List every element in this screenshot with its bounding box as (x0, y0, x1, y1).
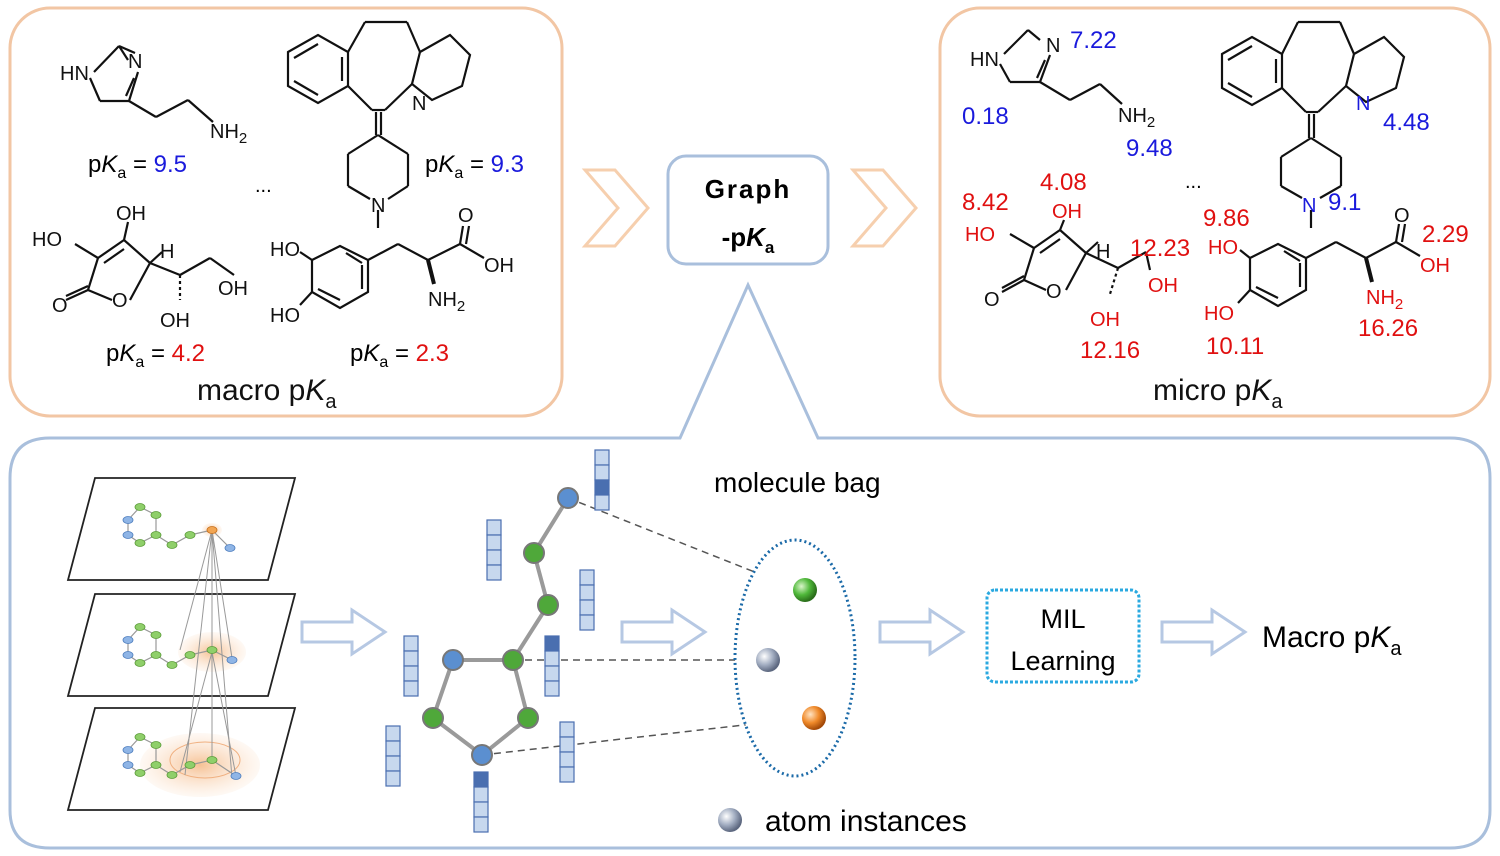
micro-ascorbic-oh-right: OH (1148, 275, 1178, 297)
micro-ascorbic-o-ring: O (1046, 281, 1062, 303)
macro-pka-panel: HN N NH2 pKa = 9.5 N N ... pKa = 9.3 (8, 6, 564, 418)
ascorbic-o-carbonyl: O (52, 295, 68, 317)
ascorbic-oh-bottom: OH (160, 310, 190, 332)
micro-histamine-structure (999, 29, 1123, 105)
atom-instance-gray (756, 648, 780, 672)
graph-label: Graph (705, 174, 792, 204)
micro-value-ascorbic-oh-top: 4.08 (1040, 169, 1087, 196)
micro-piperidine-n-label: N (1302, 195, 1316, 217)
micro-pka-panel: HN N NH2 7.22 0.18 9.48 N N 4.48 9.1 ... (938, 6, 1492, 418)
histamine-structure (88, 44, 214, 123)
atom-instance-legend-icon (718, 808, 742, 832)
n-label: N (128, 51, 142, 73)
micro-value-piperidine-n: 9.1 (1328, 189, 1361, 216)
micro-n-label: N (1046, 35, 1060, 57)
micro-levodopa-structure (1237, 223, 1421, 308)
arrow-icon (620, 607, 708, 657)
micro-value-histamine-nh: 0.18 (962, 103, 1009, 130)
dopa-oh: OH (484, 255, 514, 277)
micro-tricyclic-structure (1220, 20, 1406, 228)
learning-label: Learning (1010, 646, 1115, 676)
micro-ascorbic-oh-top: OH (1052, 201, 1082, 223)
levodopa-pka: pKa = 2.3 (350, 340, 449, 371)
micro-dopa-oh: OH (1420, 255, 1450, 277)
molecule-bag (733, 538, 857, 778)
levodopa-structure (299, 225, 485, 310)
micro-value-histamine-n: 7.22 (1070, 27, 1117, 54)
micro-dopa-o: O (1394, 205, 1410, 227)
atom-instances-label: atom instances (765, 805, 967, 838)
atom-instance-orange (802, 706, 826, 730)
dopa-ho-top: HO (270, 239, 300, 261)
micro-value-dopa-nh2: 16.26 (1358, 315, 1418, 342)
molecule-bag-label: molecule bag (714, 467, 881, 498)
arrow-icon (878, 607, 966, 657)
ascorbic-pka: pKa = 4.2 (106, 340, 205, 371)
graph-pka-box: Graph -pKa (666, 154, 830, 266)
ascorbic-ho-label: HO (32, 229, 62, 251)
macro-pka-caption: macro pKa (197, 374, 337, 413)
micro-value-ascorbic-oh-left: 8.42 (962, 189, 1009, 216)
hn-label: HN (60, 63, 89, 85)
mil-learning-box: MIL Learning (985, 588, 1141, 684)
arrow-icon (1160, 607, 1248, 657)
chevron-right-icon (849, 168, 918, 248)
ascorbic-structure (65, 221, 235, 302)
ascorbic-h: H (160, 241, 174, 263)
micro-hn-label: HN (970, 49, 999, 71)
piperidine-n-label: N (371, 195, 385, 217)
micro-ascorbic-h: H (1096, 241, 1110, 263)
dopa-o: O (458, 205, 474, 227)
right-ellipsis: ... (1185, 171, 1202, 193)
macro-pka-output: Macro pKa (1262, 621, 1402, 660)
mil-label: MIL (1040, 604, 1085, 634)
micro-dopa-nh2: NH2 (1366, 287, 1403, 313)
micro-value-histamine-nh2: 9.48 (1126, 135, 1173, 162)
micro-value-ascorbic-oh-side: 12.23 (1130, 235, 1190, 262)
micro-ascorbic-oh-bottom: OH (1090, 309, 1120, 331)
graph-layers (66, 477, 297, 811)
micro-value-pyridine-n: 4.48 (1383, 109, 1430, 136)
dopa-nh2: NH2 (428, 289, 465, 315)
histamine-pka: pKa = 9.5 (88, 151, 187, 182)
micro-ascorbic-structure (1001, 219, 1152, 295)
pka-label: -pKa (722, 222, 775, 257)
left-ellipsis: ... (255, 175, 272, 197)
micro-value-dopa-oh-top: 9.86 (1203, 205, 1250, 232)
tricyclic-pka: pKa = 9.3 (425, 151, 524, 182)
macro-panel-border (8, 6, 564, 418)
chevron-left-icon (581, 168, 650, 248)
ascorbic-o-ring: O (112, 290, 128, 312)
dopa-ho-bottom: HO (270, 305, 300, 327)
nh2-label: NH2 (210, 121, 247, 147)
micro-pka-caption: micro pKa (1153, 374, 1283, 413)
bottom-panel: molecule bag MIL Learning Macro pKa atom… (8, 281, 1492, 850)
tricyclic-structure (286, 20, 472, 228)
pyridine-n-label: N (412, 93, 426, 115)
micro-pyridine-n-label: N (1356, 93, 1370, 115)
micro-panel-border (938, 6, 1492, 418)
arrow-icon (300, 607, 388, 657)
micro-value-dopa-cooh: 2.29 (1422, 221, 1469, 248)
atom-instance-green (793, 578, 817, 602)
micro-dopa-ho-bottom: HO (1204, 303, 1234, 325)
ascorbic-oh-top: OH (116, 203, 146, 225)
micro-ascorbic-ho: HO (965, 224, 995, 246)
micro-nh2-label: NH2 (1118, 105, 1155, 131)
ascorbic-oh-right: OH (218, 278, 248, 300)
bottom-panel-border (8, 281, 1492, 850)
micro-dopa-ho-top: HO (1208, 237, 1238, 259)
micro-value-dopa-oh-bottom: 10.11 (1206, 333, 1264, 360)
micro-value-ascorbic-oh-bottom: 12.16 (1080, 337, 1140, 364)
micro-ascorbic-o-carbonyl: O (984, 289, 1000, 311)
feature-vectors (385, 449, 610, 833)
